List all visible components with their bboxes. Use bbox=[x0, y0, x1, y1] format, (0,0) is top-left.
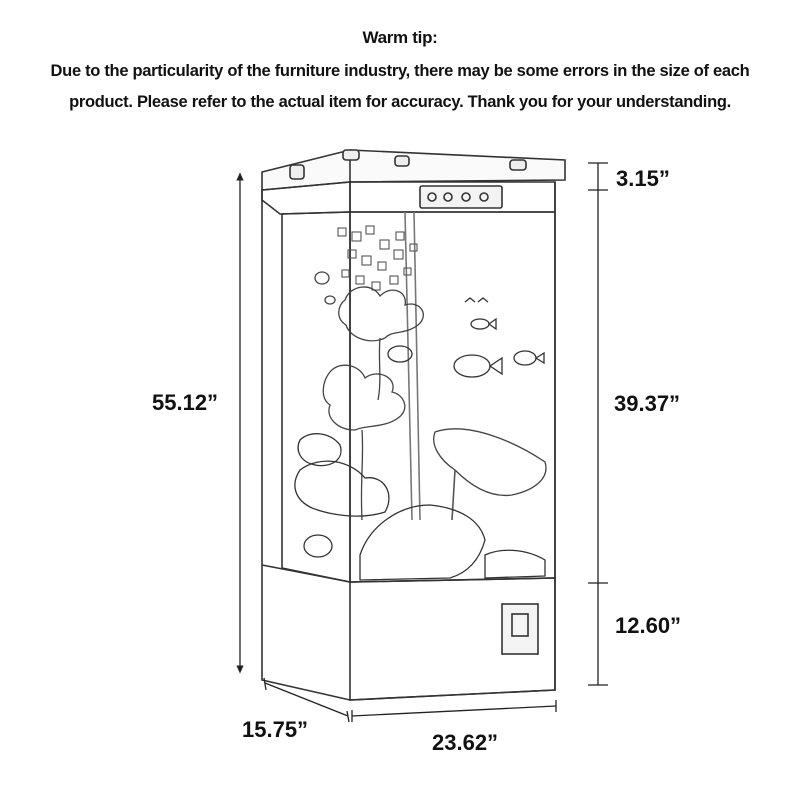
warm-tip-title: Warm tip: bbox=[362, 28, 438, 47]
bubbles-icon bbox=[337, 225, 418, 291]
tank-height-label: 39.37” bbox=[614, 391, 680, 416]
width-line bbox=[351, 705, 557, 717]
dimension-lines bbox=[236, 162, 608, 723]
fish-icon bbox=[303, 297, 545, 558]
depth-label: 15.75” bbox=[242, 717, 308, 742]
lily-pad-icon bbox=[433, 428, 547, 497]
aquarium-tank-icon bbox=[261, 149, 566, 701]
control-panel-icon bbox=[419, 185, 503, 209]
lotus-plant-icon bbox=[314, 271, 424, 521]
depth-line bbox=[264, 682, 349, 717]
width-label: 23.62” bbox=[432, 730, 498, 755]
rock-decoration-icon bbox=[294, 433, 546, 581]
top-cap-height-label: 3.15” bbox=[616, 166, 670, 191]
warm-tip-line-2: product. Please refer to the actual item… bbox=[69, 93, 731, 111]
filter-box-icon bbox=[501, 603, 539, 655]
total-height-label: 55.12” bbox=[152, 390, 218, 415]
warm-tip-line-1: Due to the particularity of the furnitur… bbox=[50, 62, 750, 80]
cabinet-height-label: 12.60” bbox=[615, 613, 681, 638]
